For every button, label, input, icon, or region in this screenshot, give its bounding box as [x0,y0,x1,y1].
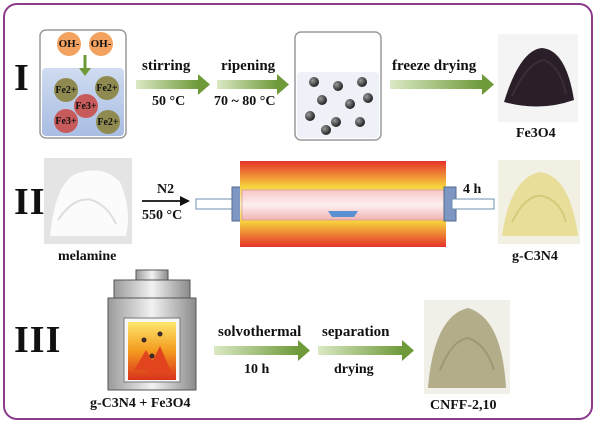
down-arrow [79,55,91,76]
row-numeral-iii: III [14,319,62,361]
product-gcn-label: g-C3N4 [512,249,558,264]
product-cnff-label: CNFF-2,10 [430,398,497,413]
autoclave [107,269,197,391]
n2-arrow [142,196,190,206]
melamine-powder-photo [44,158,132,244]
ion-label-fe2-1: Fe2+ [55,84,77,96]
arrow-solvothermal [214,340,310,361]
ion-fe3-1 [74,94,98,118]
arrow-stirring [136,74,210,95]
ion-fe2-2 [95,76,119,100]
arrow-freeze-drying [390,74,494,95]
ion-fe2-1 [54,78,78,102]
diagram-frame [3,3,593,420]
ion-label-fe3-1: Fe3+ [75,100,97,112]
step-separation-label: separation [322,324,390,340]
reactant-melamine-label: melamine [58,249,117,264]
calcination-temp-label: 550 °C [142,208,183,223]
ion-label-fe2-3: Fe2+ [97,116,119,128]
row-numeral-i: I [14,57,30,99]
oh-droplet-right [89,32,113,56]
gas-n2-label: N2 [157,182,175,197]
cnff-powder-photo [424,300,510,394]
gcn-powder-photo [498,160,580,244]
step-solvothermal-label: solvothermal [218,324,302,340]
arrow-ripening [217,74,289,95]
oh-label-left: OH- [58,38,80,50]
fe3o4-powder-photo [498,34,578,122]
step-ripening-temp: 70 ~ 80 °C [214,94,276,109]
row-numeral-ii: II [14,181,46,223]
particle-beaker [294,31,382,141]
reactants-label: g-C3N4 + Fe3O4 [90,396,191,411]
calcination-time-label: 4 h [463,182,482,197]
product-fe3o4-label: Fe3O4 [516,126,556,141]
step-freeze-drying-label: freeze drying [392,58,477,74]
tube-furnace [195,161,495,247]
step-stirring-temp: 50 °C [152,94,186,109]
sample-boat [328,211,358,217]
ion-label-fe3-2: Fe3+ [55,115,77,127]
arrow-separation [318,340,414,361]
step-ripening-label: ripening [221,58,276,74]
ion-fe2-3 [96,110,120,134]
step-stirring-label: stirring [142,58,191,74]
oh-droplet-left [57,32,81,56]
ion-fe3-2 [54,109,78,133]
oh-label-right: OH- [90,38,112,50]
ion-label-fe2-2: Fe2+ [96,82,118,94]
step-solvothermal-time: 10 h [244,362,270,377]
step-drying-label: drying [334,362,374,377]
